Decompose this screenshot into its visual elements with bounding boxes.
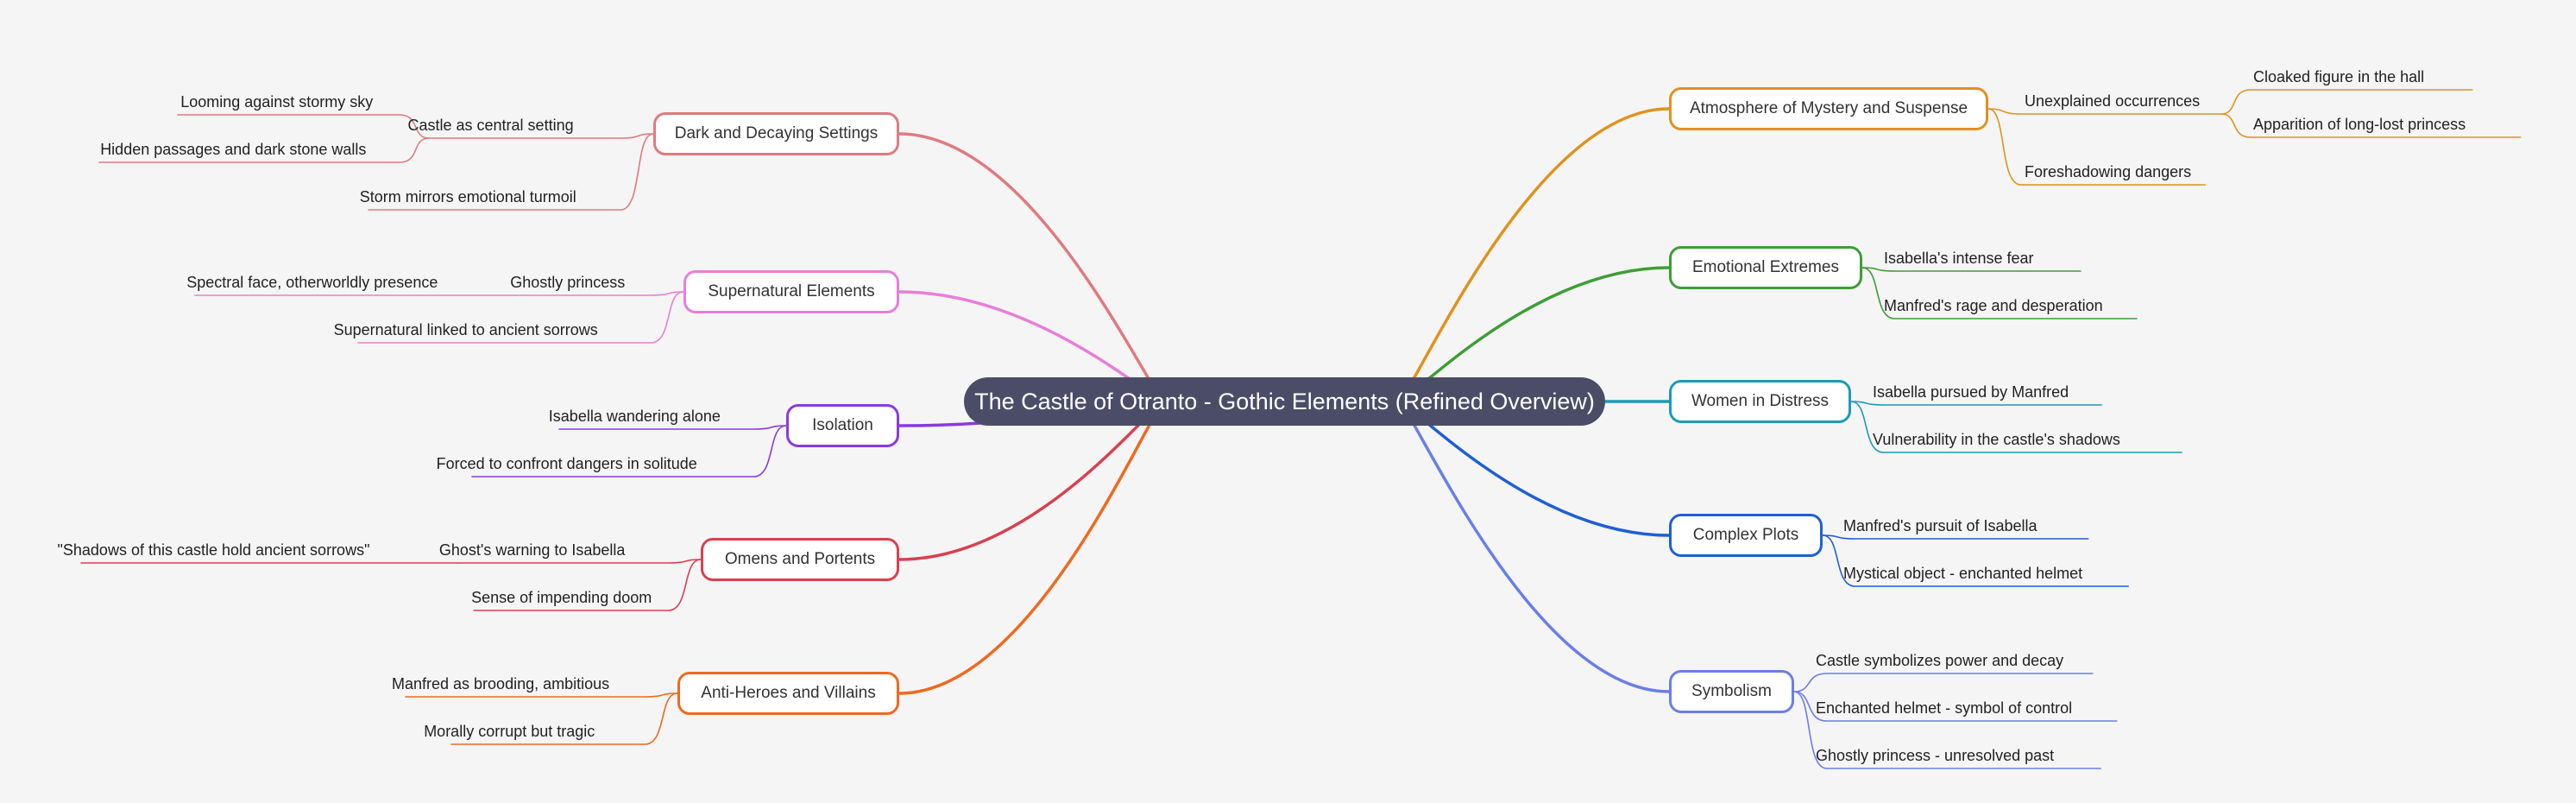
detail-cloaked-figure-in-the-hall: Cloaked figure in the hall: [2253, 68, 2425, 85]
topic-mystery[interactable]: Atmosphere of Mystery and Suspense: [1669, 87, 1988, 130]
subtopic-connector: [1861, 267, 2138, 319]
subtopic-unexplained-occurrences: Unexplained occurrences: [2025, 92, 2201, 110]
subtopic-connector: [558, 425, 787, 430]
topic-emotional[interactable]: Emotional Extremes: [1669, 246, 1862, 289]
topic-supernatural[interactable]: Supernatural Elements: [683, 270, 899, 313]
detail-connector: [2220, 89, 2473, 115]
branch-connector-dark: [898, 132, 1167, 403]
topic-dark[interactable]: Dark and Decaying Settings: [653, 112, 899, 155]
subtopic-isabella-wandering-alone: Isabella wandering alone: [548, 408, 721, 425]
subtopic-morally-corrupt-but-tragic: Morally corrupt but tragic: [424, 723, 595, 740]
subtopic-storm-mirrors-emotional-turmoil: Storm mirrors emotional turmoil: [359, 188, 576, 205]
detail-apparition-of-long-lost-princess: Apparition of long-lost princess: [2253, 116, 2466, 133]
central-topic[interactable]: The Castle of Otranto - Gothic Elements …: [964, 377, 1605, 426]
subtopic-manfred-s-pursuit-of-isabella: Manfred's pursuit of Isabella: [1843, 517, 2037, 534]
subtopic-castle-as-central-setting: Castle as central setting: [407, 117, 574, 134]
subtopic-forced-to-confront-dangers-in-solitude: Forced to confront dangers in solitude: [436, 455, 697, 472]
subtopic-supernatural-linked-to-ancient-sorrows: Supernatural linked to ancient sorrows: [333, 321, 598, 338]
subtopic-castle-symbolizes-power-and-decay: Castle symbolizes power and decay: [1816, 652, 2064, 669]
topic-plots[interactable]: Complex Plots: [1669, 514, 1823, 557]
subtopic-mystical-object-enchanted-helmet: Mystical object - enchanted helmet: [1843, 565, 2083, 582]
subtopic-connector: [368, 133, 654, 211]
subtopic-vulnerability-in-the-castle-s-shadows: Vulnerability in the castle's shadows: [1873, 431, 2120, 448]
subtopic-connector: [428, 133, 654, 139]
subtopic-connector: [514, 291, 684, 296]
detail-connector: [2220, 113, 2522, 138]
subtopic-connector: [1861, 267, 2082, 272]
subtopic-sense-of-impending-doom: Sense of impending doom: [471, 589, 652, 606]
branch-connector-anti: [898, 400, 1167, 695]
subtopic-connector: [1822, 534, 2129, 587]
subtopic-connector: [405, 692, 678, 698]
subtopic-connector: [1987, 108, 2207, 186]
subtopic-isabella-pursued-by-manfred: Isabella pursued by Manfred: [1873, 383, 2069, 401]
subtopic-connector: [1987, 108, 2222, 115]
subtopic-manfred-s-rage-and-desperation: Manfred's rage and desperation: [1884, 297, 2103, 314]
subtopic-connector: [471, 425, 787, 477]
topic-women[interactable]: Women in Distress: [1669, 380, 1851, 423]
detail-spectral-face-otherworldly-presence: Spectral face, otherworldly presence: [186, 274, 438, 291]
topic-symbolism[interactable]: Symbolism: [1669, 670, 1794, 713]
subtopic-connector: [1793, 691, 2118, 722]
detail-connector: [177, 114, 430, 139]
branch-connector-symbolism: [1396, 400, 1671, 693]
branch-connector-mystery: [1396, 107, 1671, 403]
subtopic-connector: [450, 692, 678, 745]
subtopic-connector: [1793, 691, 2101, 769]
subtopic-connector: [457, 559, 702, 564]
subtopic-isabella-s-intense-fear: Isabella's intense fear: [1884, 250, 2034, 267]
subtopic-foreshadowing-dangers: Foreshadowing dangers: [2025, 163, 2192, 180]
subtopic-ghostly-princess: Ghostly princess: [510, 274, 626, 291]
detail-connector: [98, 137, 430, 163]
detail-hidden-passages-and-dark-stone-walls: Hidden passages and dark stone walls: [100, 141, 367, 158]
subtopic-manfred-as-brooding-ambitious: Manfred as brooding, ambitious: [392, 675, 610, 692]
topic-isolation[interactable]: Isolation: [786, 404, 899, 447]
detail-shadows-of-this-castle-hold-ancient-sorr: "Shadows of this castle hold ancient sor…: [57, 541, 370, 559]
subtopic-connector: [473, 559, 702, 611]
topic-omens[interactable]: Omens and Portents: [701, 538, 899, 581]
topic-anti[interactable]: Anti-Heroes and Villains: [677, 672, 899, 715]
subtopic-connector: [1850, 401, 2102, 406]
subtopic-connector: [357, 291, 684, 344]
detail-looming-against-stormy-sky: Looming against stormy sky: [180, 93, 374, 111]
subtopic-connector: [1793, 673, 2094, 692]
subtopic-connector: [1822, 534, 2089, 540]
subtopic-ghostly-princess-unresolved-past: Ghostly princess - unresolved past: [1816, 747, 2055, 764]
subtopic-connector: [1850, 401, 2182, 453]
subtopic-enchanted-helmet-symbol-of-control: Enchanted helmet - symbol of control: [1816, 699, 2073, 717]
subtopic-ghost-s-warning-to-isabella: Ghost's warning to Isabella: [438, 541, 626, 559]
